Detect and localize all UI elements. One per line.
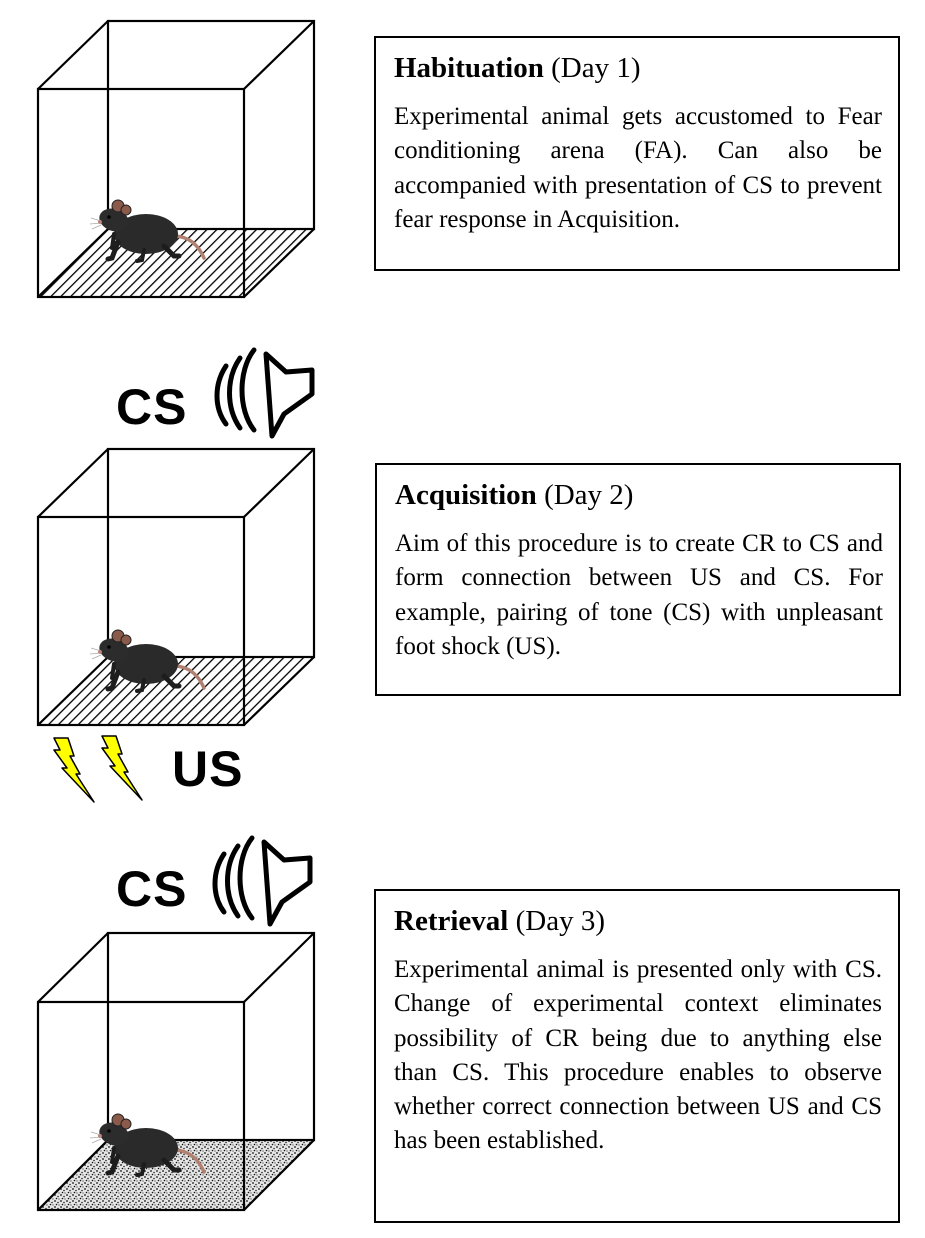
speaker-icon [214,347,315,439]
stage-name: Retrieval [394,905,509,937]
us-label: US [172,741,243,797]
stage-title: Acquisition (Day 2) [395,477,883,513]
stage-title: Retrieval (Day 3) [394,903,882,939]
stage-day: (Day 1) [551,52,641,84]
lightning-bolt-icon [53,735,143,803]
stage-day: (Day 2) [544,479,634,511]
stage-box-habituation: Habituation (Day 1) Experimental animal … [374,36,900,271]
stage-box-retrieval: Retrieval (Day 3) Experimental animal is… [374,889,900,1223]
stage-name: Habituation [394,52,544,84]
stage-box-acquisition: Acquisition (Day 2) Aim of this procedur… [375,463,901,696]
cage-habituation [36,19,316,299]
stage-description: Experimental animal is presented only wi… [394,956,882,1155]
stage-description: Aim of this procedure is to create CR to… [395,530,883,660]
stage-day: (Day 3) [515,905,605,937]
speaker-icon [212,835,313,927]
cage-retrieval [36,931,316,1212]
stage-title: Habituation (Day 1) [394,50,882,86]
cs-label: CS [116,861,187,917]
cs-label: CS [116,379,187,435]
cage-acquisition [36,447,316,727]
stage-name: Acquisition [395,479,537,511]
stage-description: Experimental animal gets accustomed to F… [394,103,882,233]
